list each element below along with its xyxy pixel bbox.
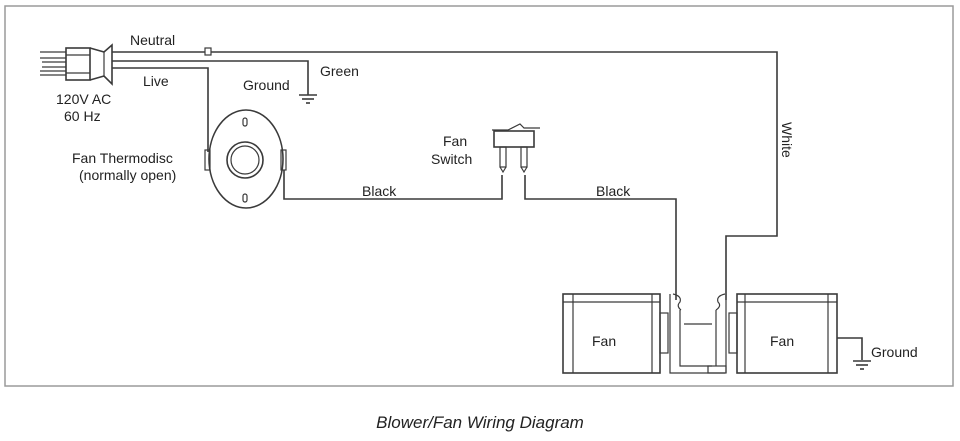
fan-left-label: Fan: [592, 333, 616, 349]
ground-symbol-icon: [299, 94, 317, 104]
black-wire-left: [283, 170, 503, 200]
diagram-caption: Blower/Fan Wiring Diagram: [376, 413, 584, 432]
plug-voltage-label: 120V AC: [56, 91, 111, 107]
fan-right: [728, 293, 838, 374]
ground-label-top: Ground: [243, 77, 290, 93]
neutral-label: Neutral: [130, 32, 175, 48]
live-label: Live: [143, 73, 169, 89]
thermodisc-icon: [204, 109, 287, 209]
green-ground-wire: [112, 60, 309, 95]
black-wire-right-label: Black: [596, 183, 631, 199]
plug-icon: [40, 43, 113, 86]
switch-sublabel: Switch: [431, 151, 472, 167]
thermodisc-sublabel: (normally open): [79, 167, 176, 183]
thermodisc-label: Fan Thermodisc: [72, 150, 173, 166]
live-wire: [112, 67, 209, 152]
fan-switch-icon: [492, 123, 540, 174]
fan-right-label: Fan: [770, 333, 794, 349]
motor-connectors: [669, 293, 727, 374]
white-wire: [211, 51, 778, 300]
switch-label: Fan: [443, 133, 467, 149]
fan-left: [562, 293, 669, 374]
ground-label-fan: Ground: [871, 344, 918, 360]
white-wire-label: White: [779, 122, 795, 158]
green-label: Green: [320, 63, 359, 79]
ground-symbol-icon: [853, 360, 871, 370]
plug-frequency-label: 60 Hz: [64, 108, 101, 124]
wire-connector: [204, 47, 212, 56]
black-wire-right: [524, 175, 677, 300]
fan-ground-wire: [837, 337, 863, 360]
black-wire-left-label: Black: [362, 183, 397, 199]
diagram-frame: [4, 5, 954, 387]
